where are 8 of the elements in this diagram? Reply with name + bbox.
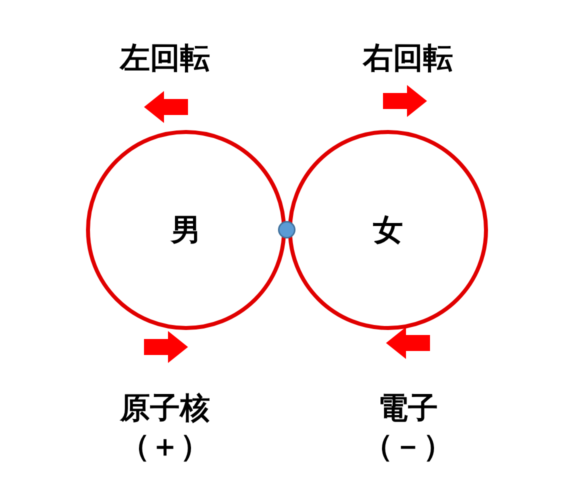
particle-label: （－） — [363, 428, 453, 466]
particle-label: （＋） — [120, 428, 210, 466]
rotation-label: 右回転 — [363, 40, 453, 78]
circle-label: 男 — [170, 212, 202, 250]
particle-label: 原子核 — [120, 390, 210, 428]
circle-label: 女 — [372, 212, 404, 250]
particle-label: 電子 — [378, 390, 438, 428]
rotation-label: 左回転 — [120, 40, 210, 78]
